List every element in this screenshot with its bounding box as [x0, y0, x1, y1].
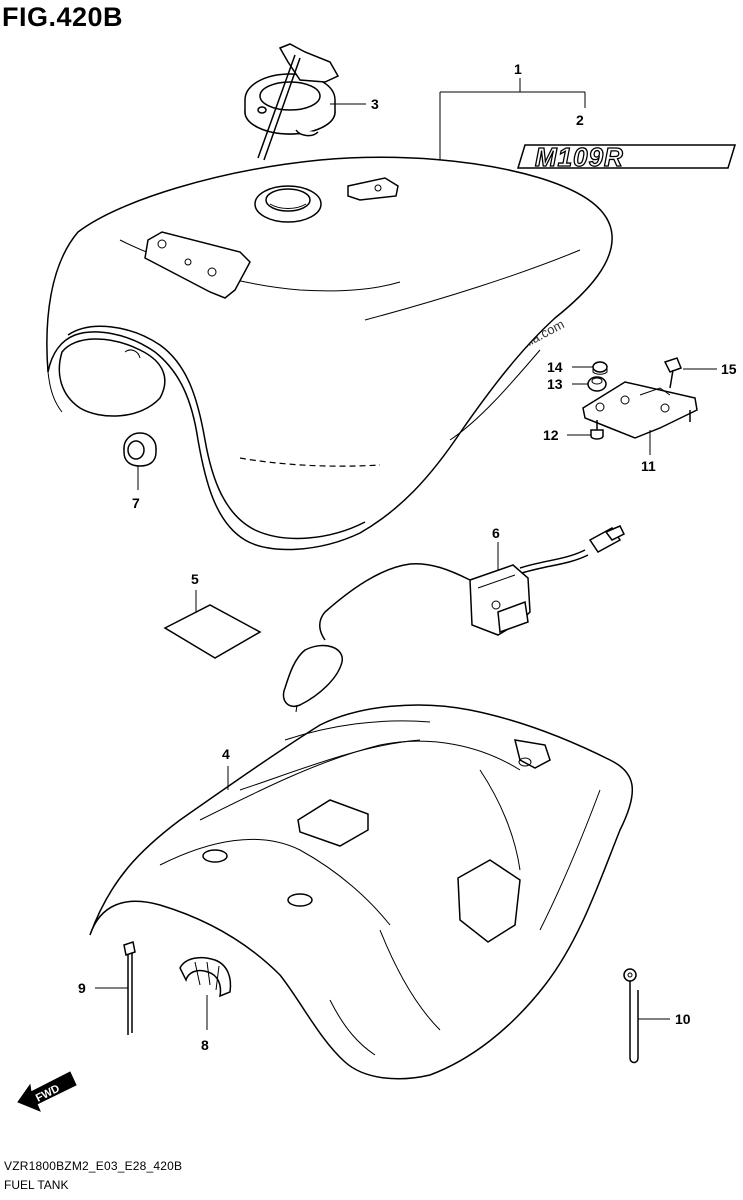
fuel-tank[interactable]: [46, 156, 613, 551]
fuel-level-gauge[interactable]: [282, 525, 626, 713]
callout-8: 8: [201, 1037, 209, 1053]
fwd-label: FWD: [34, 1083, 62, 1105]
bolt-15[interactable]: [663, 357, 682, 389]
emblem-text: M109R: [535, 142, 624, 172]
fuel-cap[interactable]: [244, 43, 340, 161]
rear-bracket[interactable]: [582, 381, 698, 439]
callout-13: 13: [547, 376, 563, 392]
callout-14: 14: [547, 359, 563, 375]
grommet-13[interactable]: [587, 376, 607, 392]
callout-4: 4: [222, 746, 230, 762]
callout-5: 5: [191, 571, 199, 587]
callout-9: 9: [78, 980, 86, 996]
cushion-grommet[interactable]: [123, 432, 157, 467]
callout-1: 1: [514, 61, 522, 77]
figure-title: FIG.420B: [2, 2, 124, 32]
hose-clip[interactable]: [623, 968, 639, 1064]
callout-7: 7: [132, 495, 140, 511]
callout-12: 12: [543, 427, 559, 443]
diagram-name: FUEL TANK: [4, 1178, 69, 1192]
callout-2: 2: [576, 112, 584, 128]
callout-10: 10: [675, 1011, 691, 1027]
collar-14[interactable]: [592, 361, 608, 375]
forward-arrow-icon: FWD: [17, 1071, 77, 1112]
callout-15: 15: [721, 361, 737, 377]
tank-undercover[interactable]: [89, 704, 634, 1080]
bolt-12[interactable]: [590, 420, 604, 440]
callout-11: 11: [641, 458, 656, 474]
cable-tie[interactable]: [123, 941, 136, 1035]
hose-clamp[interactable]: [179, 956, 232, 998]
tank-emblem[interactable]: M109R: [516, 141, 737, 173]
pad-sheet[interactable]: [163, 604, 262, 659]
callout-3: 3: [371, 96, 379, 112]
callout-6: 6: [492, 525, 500, 541]
diagram-code: VZR1800BZM2_E03_E28_420B: [4, 1159, 183, 1173]
